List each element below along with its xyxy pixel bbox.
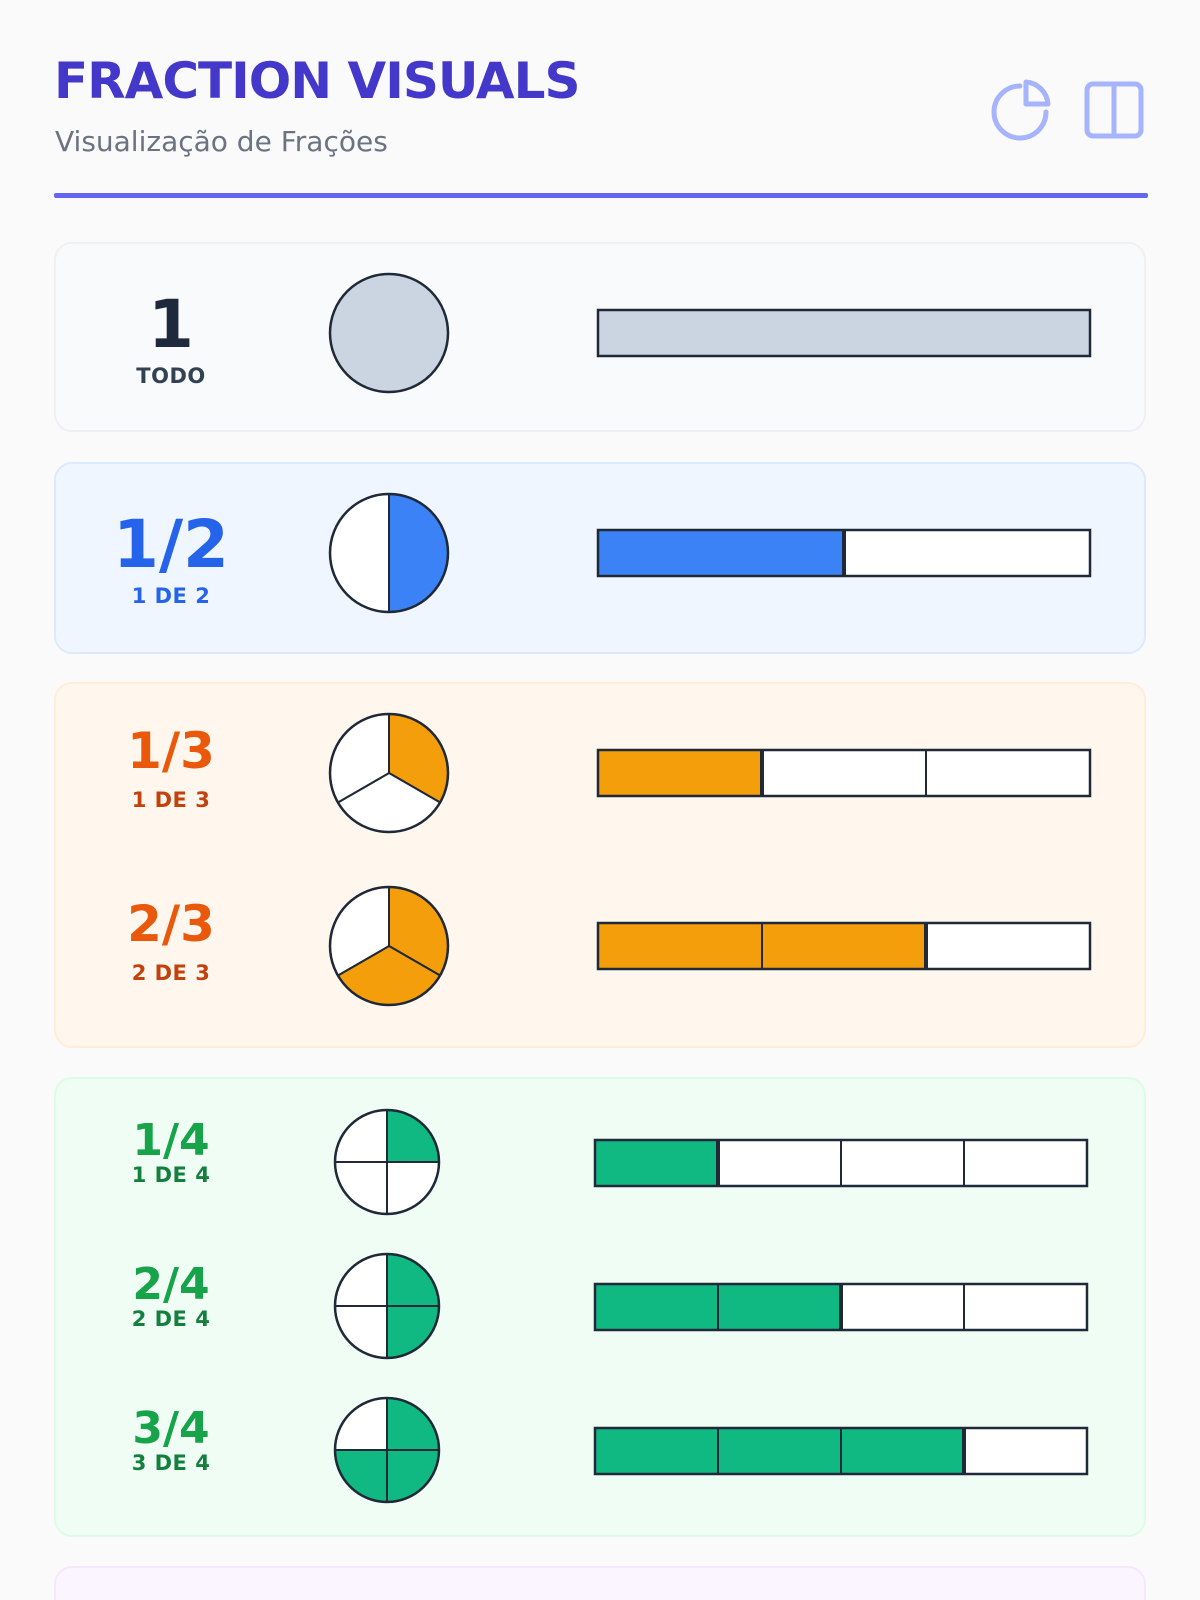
pie-outline — [333, 1108, 441, 1216]
columns-icon[interactable] — [1082, 78, 1146, 142]
bar-outline — [593, 1138, 1089, 1188]
bar-segment-filled — [597, 922, 763, 970]
bar-segment-filled — [594, 1283, 719, 1331]
bar-outline — [596, 308, 1092, 358]
pie-diagram — [333, 1108, 441, 1216]
bar-segment-empty — [843, 529, 1091, 577]
bar-diagram — [593, 1426, 1089, 1476]
pie-slice-empty — [329, 492, 390, 614]
page-subtitle: Visualização de Frações — [55, 125, 388, 158]
pie-diagram — [328, 272, 450, 394]
bar-diagram — [596, 528, 1092, 578]
bar-outline — [593, 1426, 1089, 1476]
bar-segment-empty — [717, 1139, 842, 1187]
pie-diagram — [328, 885, 450, 1007]
pie-outline — [333, 1252, 441, 1360]
bar-outline — [593, 1282, 1089, 1332]
bar-segment-empty — [963, 1283, 1088, 1331]
bar-segment-filled — [717, 1427, 842, 1475]
fraction-label: 1/3 — [127, 722, 215, 780]
bar-segment-filled — [597, 529, 845, 577]
pie-diagram — [333, 1252, 441, 1360]
bar-segment-empty — [963, 1427, 1088, 1475]
bar-segment-empty — [840, 1139, 965, 1187]
pie-outline — [333, 1396, 441, 1504]
bar-diagram — [593, 1138, 1089, 1188]
bar-segment-filled — [761, 922, 927, 970]
pie-slice-filled — [328, 272, 450, 394]
pie-outline — [328, 885, 450, 1007]
fraction-label: 2/3 — [127, 895, 215, 953]
bar-segment-filled — [597, 309, 1091, 357]
bar-segment-filled — [597, 749, 763, 797]
fraction-caption: 2 DE 3 — [131, 961, 211, 985]
fraction-card-thirds: 1/3 1 DE 3 2/3 2 DE 3 — [54, 682, 1146, 1048]
bar-diagram — [596, 921, 1092, 971]
fraction-caption: 1 DE 2 — [131, 584, 211, 608]
fraction-label: 1 — [148, 286, 194, 363]
fraction-card-next-partial — [54, 1566, 1146, 1600]
bar-segment-empty — [963, 1139, 1088, 1187]
pie-outline — [328, 492, 450, 614]
fraction-caption: 1 DE 3 — [131, 788, 211, 812]
header-divider — [54, 193, 1148, 198]
fraction-caption: 1 DE 4 — [131, 1163, 211, 1187]
bar-diagram — [596, 748, 1092, 798]
fraction-caption: 2 DE 4 — [131, 1307, 211, 1331]
page-title: FRACTION VISUALS — [54, 52, 580, 110]
bar-diagram — [596, 308, 1092, 358]
pie-slice-filled — [388, 492, 449, 614]
pie-diagram — [328, 712, 450, 834]
bar-segment-empty — [840, 1283, 965, 1331]
bar-outline — [596, 528, 1092, 578]
fraction-label: 3/4 — [132, 1403, 210, 1454]
pie-diagram — [328, 492, 450, 614]
pie-diagram — [333, 1396, 441, 1504]
fraction-label: 2/4 — [132, 1259, 210, 1310]
bar-segment-filled — [594, 1427, 719, 1475]
pie-chart-icon[interactable] — [988, 78, 1052, 142]
bar-segment-empty — [761, 749, 927, 797]
bar-segment-filled — [594, 1139, 719, 1187]
bar-outline — [596, 748, 1092, 798]
bar-segment-filled — [840, 1427, 965, 1475]
bar-segment-filled — [717, 1283, 842, 1331]
page-header: FRACTION VISUALS Visualização de Frações — [54, 0, 1148, 200]
bar-diagram — [593, 1282, 1089, 1332]
bar-segment-empty — [925, 922, 1091, 970]
fraction-row: 1/3 1 DE 3 — [56, 704, 1144, 854]
fraction-row: 2/3 2 DE 3 — [56, 877, 1144, 1027]
pie-outline — [328, 712, 450, 834]
bar-outline — [596, 921, 1092, 971]
fraction-label: 1/2 — [113, 506, 229, 583]
fraction-caption: TODO — [136, 364, 206, 388]
fraction-label: 1/4 — [132, 1115, 210, 1166]
fraction-caption: 3 DE 4 — [131, 1451, 211, 1475]
bar-segment-empty — [925, 749, 1091, 797]
